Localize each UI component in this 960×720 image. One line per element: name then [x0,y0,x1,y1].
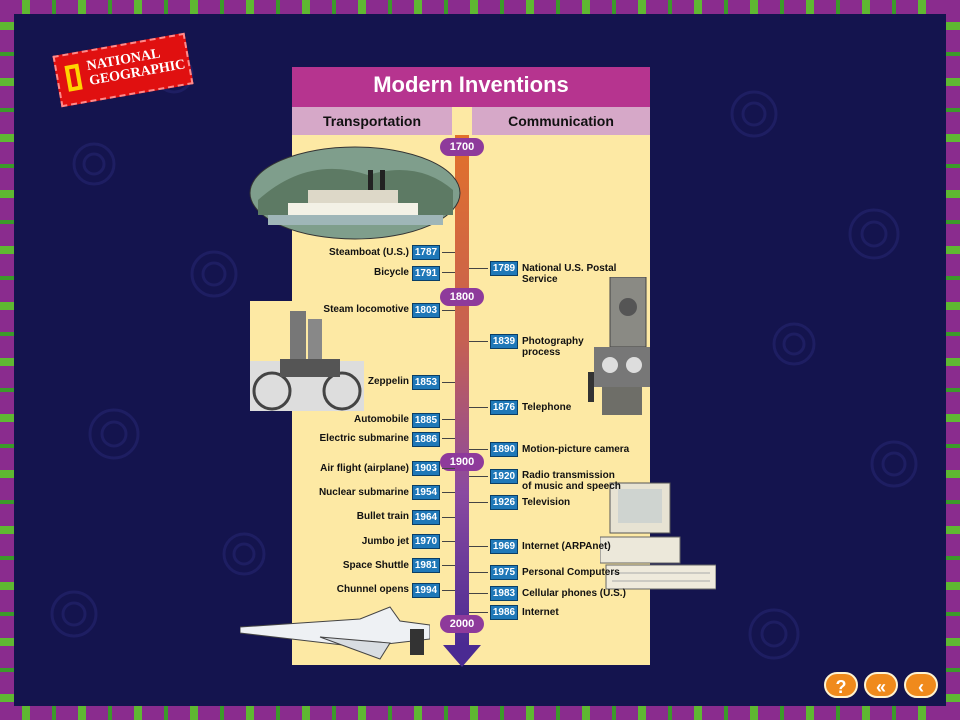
transport-year: 1970 [412,534,440,549]
transportation-header: Transportation [292,107,452,135]
communication-year: 1876 [490,400,518,415]
communication-label: Cellular phones (U.S.) [522,588,626,599]
connector-line [442,541,455,542]
yellow-border-icon [64,63,83,92]
title-banner: Modern Inventions [292,67,650,107]
communication-year: 1926 [490,495,518,510]
timeline-arrow-icon [443,645,481,667]
connector-line [469,572,488,573]
swirl-background [50,54,918,660]
transport-label: Electric submarine [319,433,409,444]
communication-label: Photography process [522,336,584,358]
transport-year: 1981 [412,558,440,573]
decorative-border-left [0,0,14,720]
first-slide-button[interactable]: « [864,672,898,698]
communication-label: Internet (ARPAnet) [522,541,611,552]
transport-year: 1903 [412,461,440,476]
transport-year: 1791 [412,266,440,281]
communication-label: Personal Computers [522,567,620,578]
timeline-trunk [455,135,469,645]
antique-telephone-image [588,277,650,415]
connector-line [469,546,488,547]
connector-line [442,468,455,469]
decorative-border-right [946,0,960,720]
communication-year: 1986 [490,605,518,620]
transport-year: 1885 [412,413,440,428]
connector-line [469,449,488,450]
communication-label: Internet [522,607,559,618]
communication-label: Television [522,497,571,508]
connector-line [469,268,488,269]
connector-line [442,517,455,518]
transport-year: 1964 [412,510,440,525]
transport-label: Jumbo jet [361,536,409,547]
era-1700: 1700 [440,138,484,156]
connector-line [469,407,488,408]
transport-label: Space Shuttle [342,560,409,571]
connector-line [442,252,455,253]
communication-header: Communication [472,107,650,135]
help-button[interactable]: ? [824,672,858,698]
era-1800: 1800 [440,288,484,306]
era-1900: 1900 [440,453,484,471]
communication-year: 1920 [490,469,518,484]
connector-line [442,419,455,420]
transport-label: Automobile [354,414,409,425]
communication-label: Telephone [522,402,572,413]
communication-year: 1975 [490,565,518,580]
communication-label: Radio transmission of music and speech [522,470,621,492]
transport-year: 1954 [412,485,440,500]
transport-label: Bicycle [373,267,409,278]
connector-line [469,502,488,503]
communication-year: 1789 [490,261,518,276]
connector-line [469,612,488,613]
connector-line [442,438,455,439]
communication-year: 1983 [490,586,518,601]
connector-line [442,565,455,566]
connector-line [442,310,455,311]
connector-line [469,341,488,342]
transport-label: Chunnel opens [336,584,409,595]
space-shuttle-image [240,606,430,660]
early-automobile-image [250,301,364,411]
transport-year: 1886 [412,432,440,447]
communication-year: 1839 [490,334,518,349]
communication-label: National U.S. Postal Service [522,263,617,285]
era-2000: 2000 [440,615,484,633]
transport-year: 1853 [412,375,440,390]
communication-year: 1890 [490,442,518,457]
connector-line [442,382,455,383]
transport-year: 1994 [412,583,440,598]
connector-line [442,492,455,493]
communication-label: Motion-picture camera [522,444,630,455]
transport-year: 1787 [412,245,440,260]
transport-year: 1803 [412,303,440,318]
connector-line [469,476,488,477]
transport-label: Zeppelin [367,376,409,387]
connector-line [469,593,488,594]
connector-line [442,272,455,273]
connector-line [442,590,455,591]
steamboat-image [249,146,461,240]
timeline-poster: Modern Inventions Transportation Communi… [240,67,716,667]
communication-year: 1969 [490,539,518,554]
transport-label: Steam locomotive [323,304,409,315]
transport-label: Air flight (airplane) [320,463,409,474]
transport-label: Bullet train [356,511,409,522]
back-button[interactable]: ‹ [904,672,938,698]
personal-computer-image [600,482,716,590]
transport-label: Nuclear submarine [318,487,409,498]
poster-title: Modern Inventions [373,72,569,97]
transport-label: Steamboat (U.S.) [328,247,409,258]
